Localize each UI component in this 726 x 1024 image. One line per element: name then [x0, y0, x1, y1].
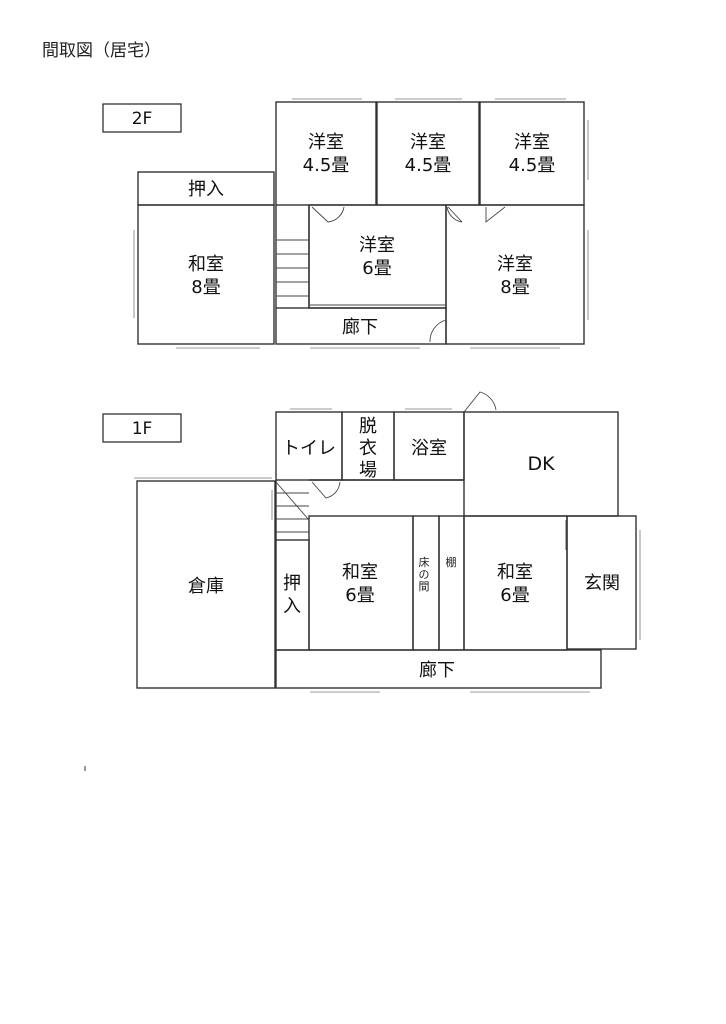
room-size: 8畳 [500, 277, 529, 298]
room-name: 洋室 [514, 132, 550, 153]
door-swing [446, 206, 506, 223]
room-name: 廊下 [419, 660, 455, 681]
floor-label-box-1f [102, 413, 182, 443]
room-size: 8畳 [191, 277, 220, 298]
room-name: 和室 [188, 254, 224, 275]
room-name: 押入 [188, 179, 224, 200]
stairs-2f [275, 205, 310, 308]
room-name: 洋室 [410, 132, 446, 153]
floor-1f: 1F [102, 391, 641, 693]
room-outline [275, 307, 447, 345]
room-outline [275, 649, 602, 689]
room-outline [308, 515, 414, 651]
room-size: 6畳 [362, 258, 391, 279]
floor-label-1f: 1F [132, 419, 153, 439]
room-name: 和室 [497, 562, 533, 583]
svg-text:床: 床 [419, 555, 430, 569]
room-name: 玄関 [584, 573, 620, 594]
svg-text:押: 押 [283, 573, 301, 594]
room-size: 4.5畳 [405, 155, 452, 176]
svg-text:場: 場 [359, 460, 377, 481]
room-name: 浴室 [411, 438, 447, 459]
room-name: 廊下 [342, 317, 378, 338]
door-swing [311, 481, 341, 499]
room-name: 和室 [342, 562, 378, 583]
room-name: 洋室 [497, 254, 533, 275]
window-marks-1f [134, 408, 641, 693]
svg-text:の: の [419, 568, 430, 581]
room-outline [376, 101, 480, 206]
room-name: 棚 [446, 555, 457, 569]
door-swing [429, 319, 447, 343]
room-outline [445, 204, 585, 345]
room-outline [438, 515, 465, 651]
room-name: トイレ [282, 438, 336, 459]
room-size: 4.5畳 [509, 155, 556, 176]
room-name-vertical: 押 入 [283, 573, 301, 617]
room-name-vertical: 脱 衣 場 [359, 416, 377, 481]
room-outline [308, 204, 447, 309]
room-outline [275, 539, 310, 651]
floor-2f: 2F [102, 98, 589, 349]
room-outline [463, 515, 568, 651]
room-name: DK [527, 453, 555, 475]
room-outline [566, 515, 637, 650]
door-swing [311, 206, 345, 223]
room-size: 6畳 [345, 585, 374, 606]
room-name: 倉庫 [188, 576, 224, 597]
svg-text:入: 入 [283, 596, 301, 617]
plan-title: 間取図（居宅） [42, 41, 161, 61]
room-name: 洋室 [308, 132, 344, 153]
svg-text:間: 間 [419, 580, 430, 593]
door-swing [463, 391, 497, 413]
svg-text:衣: 衣 [359, 438, 377, 459]
room-name: 洋室 [359, 235, 395, 256]
room-outline [136, 480, 276, 689]
room-outline [137, 204, 275, 345]
room-name-vertical: 床 の 間 [419, 555, 430, 593]
room-size: 6畳 [500, 585, 529, 606]
floor-label-2f: 2F [132, 109, 153, 129]
room-outline [275, 101, 377, 206]
stairs-1f [275, 480, 310, 540]
svg-text:脱: 脱 [359, 416, 377, 437]
window-marks-2f [133, 98, 589, 349]
floor-label-box-2f [102, 103, 182, 133]
room-outline [479, 101, 585, 206]
room-size: 4.5畳 [303, 155, 350, 176]
